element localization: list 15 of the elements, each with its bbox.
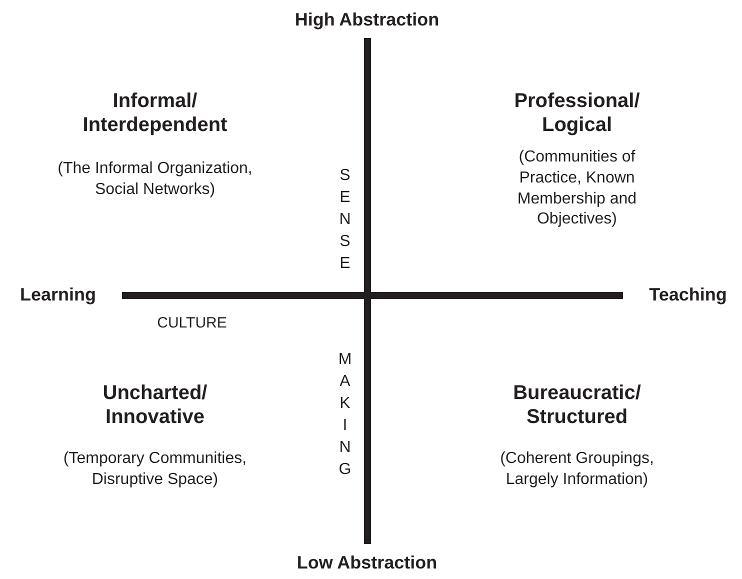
vertical-axis-label: SENSE <box>338 166 352 274</box>
axis-label: Learning <box>20 283 96 306</box>
quadrant-heading: Informal/ Interdependent <box>82 89 228 137</box>
vertical-axis-label: MAKING <box>338 350 352 480</box>
quadrant-heading: Uncharted/ Innovative <box>102 381 208 429</box>
axis-label: High Abstraction <box>294 8 440 32</box>
quadrant-description: (The Informal Organization, Social Networks) <box>56 159 254 200</box>
quadrant-description: (Communities of Practice, Known Membership and Objectives) <box>516 147 638 230</box>
quadrant-description: (Coherent Groupings, Largely Information) <box>499 449 655 490</box>
quadrant-description: (Temporary Communities, Disruptive Space) <box>62 449 248 490</box>
quadrant-heading: Bureaucratic/ Structured <box>512 381 642 429</box>
quadrant-heading: Professional/ Logical <box>513 89 641 137</box>
axis-label: Low Abstraction <box>296 551 438 574</box>
axis-label: CULTURE <box>157 313 227 333</box>
axis-label: Teaching <box>649 283 727 306</box>
